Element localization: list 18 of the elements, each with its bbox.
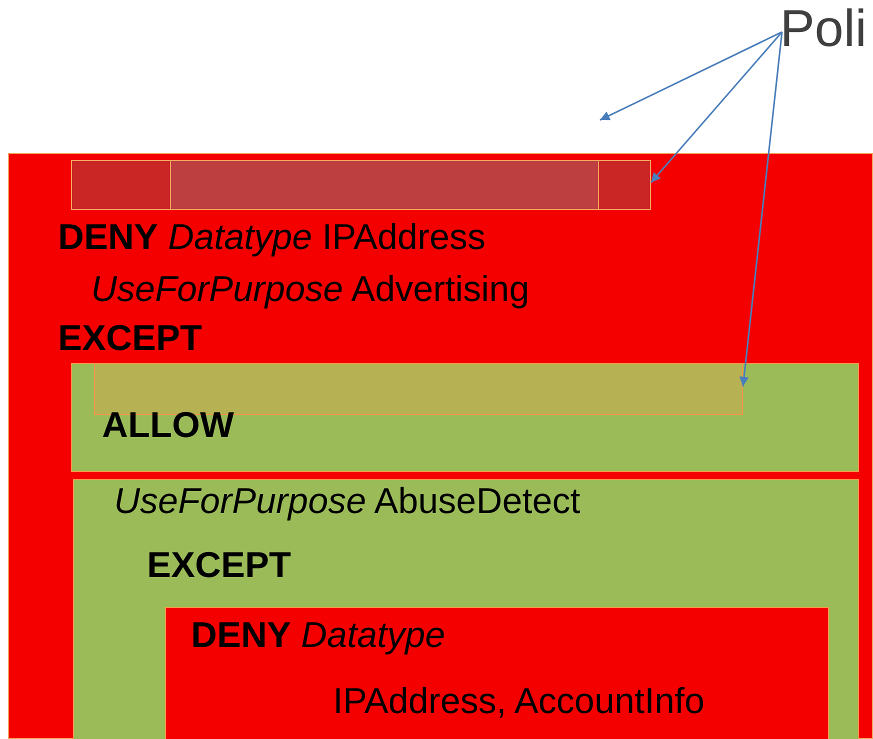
- arrow: [600, 31, 782, 121]
- rule-text: UseForPurpose Advertising: [91, 268, 530, 310]
- rule-text: ALLOW: [102, 404, 234, 446]
- deny-region: [165, 607, 829, 739]
- deny-region: [8, 153, 873, 739]
- rule-text: DENY Datatype IPAddress: [58, 216, 486, 258]
- arrow: [650, 31, 783, 184]
- rule-text: DENY Datatype: [191, 614, 446, 656]
- allow-region: [73, 479, 859, 739]
- heading-text: Poli: [780, 0, 867, 60]
- highlight-box: [71, 160, 651, 210]
- rule-text: EXCEPT: [147, 544, 292, 586]
- rule-text: IPAddress, AccountInfo: [333, 680, 705, 722]
- rule-text: EXCEPT: [58, 317, 202, 358]
- highlight-box: [170, 160, 599, 210]
- allow-region: [71, 363, 859, 472]
- rule-text: UseForPurpose AbuseDetect: [114, 480, 580, 522]
- arrow: [739, 32, 783, 386]
